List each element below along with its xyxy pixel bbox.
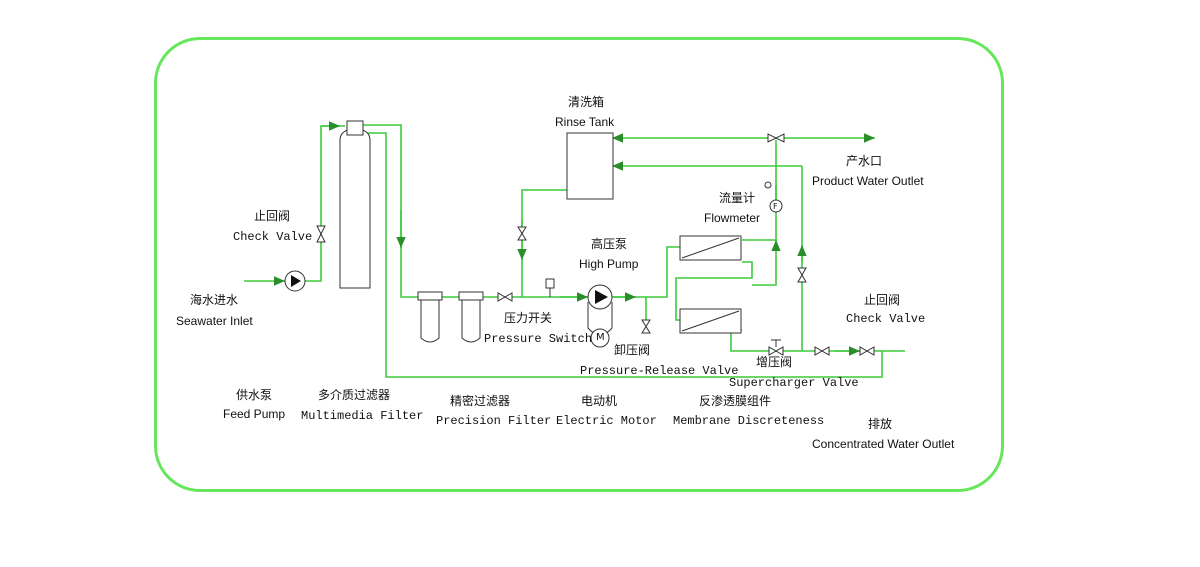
seawater-inlet-label-cn: 海水进水 (190, 293, 239, 307)
check-valve-left-label-en: Check Valve (233, 230, 313, 244)
pipe-concentrate (730, 329, 905, 352)
membrane-module-1 (679, 235, 742, 261)
pipe-network (244, 121, 905, 378)
concentrate-valve-icon (814, 346, 830, 356)
product-valve-icon (767, 133, 785, 143)
motor-label-cn: 电动机 (581, 394, 618, 408)
feed-pump-icon (284, 270, 306, 292)
release-valve-label-cn: 卸压阀 (614, 343, 651, 357)
diagram-frame (154, 37, 1004, 492)
pipe-product-1 (742, 239, 777, 286)
precision-label-en: Precision Filter (436, 414, 552, 428)
flowmeter-icon (769, 199, 783, 213)
membrane-label-cn: 反渗透膜组件 (699, 394, 772, 408)
product-outlet-label-en: Product Water Outlet (812, 174, 924, 188)
multimedia-filter (339, 127, 371, 289)
check-valve-right-icon (859, 346, 875, 356)
check-valve-right-label-cn: 止回阀 (864, 293, 901, 307)
precision-filter-1 (417, 291, 443, 343)
feed-pump-label-en: Feed Pump (223, 407, 286, 421)
feed-pump-label-cn: 供水泵 (236, 388, 273, 402)
flowmeter-label-en: Flowmeter (704, 211, 761, 225)
motor-label-en: Electric Motor (556, 414, 657, 428)
supercharger-valve-icon (768, 346, 784, 356)
gate-valve-inlet-icon (497, 292, 513, 302)
rinse-tank-label-en: Rinse Tank (555, 115, 615, 129)
pressure-switch-label-cn: 压力开关 (504, 311, 553, 325)
discharge-label-en: Concentrated Water Outlet (812, 437, 955, 451)
supercharger-label-cn: 增压阀 (756, 355, 793, 369)
product-outlet-label-cn: 产水口 (846, 154, 883, 168)
high-pump-icon (587, 284, 613, 310)
check-valve-left-label-cn: 止回阀 (254, 209, 291, 223)
multimedia-filter-head (346, 120, 364, 136)
flowmeter-tap-icon (764, 181, 772, 189)
rinse-tank-label-cn: 清洗箱 (568, 95, 605, 109)
pressure-switch-label-en: Pressure Switch (484, 332, 593, 346)
pipe-pump-out (612, 246, 680, 298)
pipe-feed-riser (305, 125, 345, 282)
bypass-valve-icon (797, 267, 807, 283)
pipe-rinse-down (521, 189, 567, 297)
rinse-tank (566, 132, 614, 200)
rinse-valve-icon (517, 226, 527, 241)
multimedia-label-cn: 多介质过滤器 (318, 388, 391, 402)
discharge-label-cn: 排放 (868, 417, 893, 431)
pipe-mm-backwash (363, 132, 883, 378)
flowmeter-symbol: F (773, 202, 778, 211)
multimedia-label-en: Multimedia Filter (301, 409, 424, 423)
pipe-mem-link (675, 261, 753, 321)
pressure-switch-icon (545, 278, 555, 289)
high-pump-label-en: High Pump (579, 257, 639, 271)
membrane-module-2 (679, 308, 742, 334)
precision-filter-2 (458, 291, 484, 343)
supercharger-label-en: Supercharger Valve (729, 376, 859, 390)
precision-label-cn: 精密过滤器 (450, 394, 511, 408)
motor-icon (587, 302, 613, 348)
pipe-mm-out (363, 124, 419, 298)
seawater-inlet-label-en: Seawater Inlet (176, 314, 253, 328)
release-valve-icon (641, 319, 651, 334)
motor-symbol: M (596, 332, 605, 343)
flowmeter-label-cn: 流量计 (719, 191, 756, 205)
check-valve-left-icon (316, 225, 326, 243)
check-valve-right-label-en: Check Valve (846, 312, 926, 326)
membrane-label-en: Membrane Discreteness (673, 414, 825, 428)
release-valve-label-en: Pressure-Release Valve (580, 364, 739, 378)
high-pump-label-cn: 高压泵 (591, 237, 628, 251)
